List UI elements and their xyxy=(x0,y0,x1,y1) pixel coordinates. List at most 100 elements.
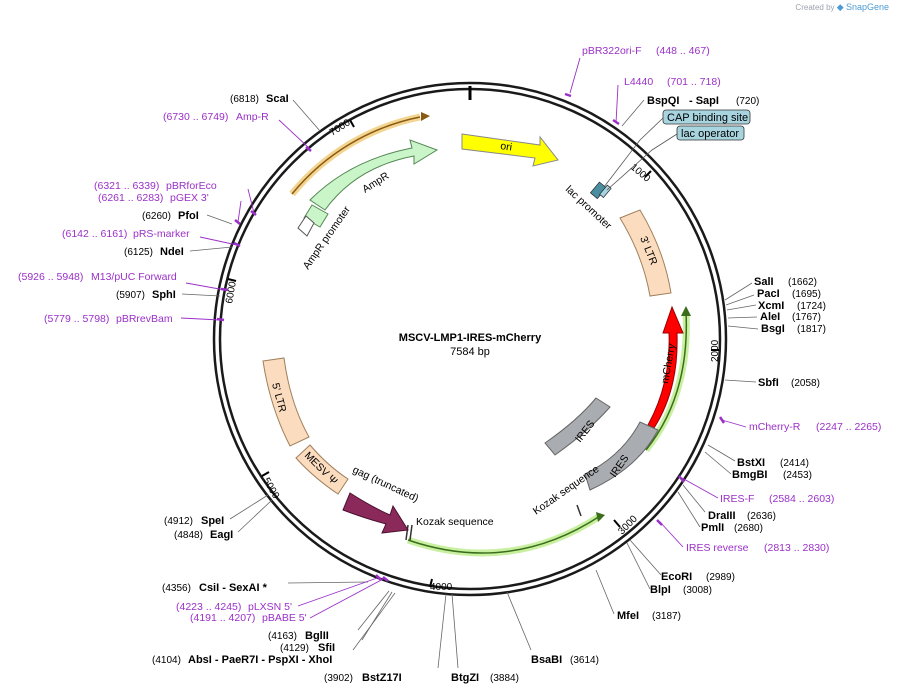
leader-csii xyxy=(287,581,369,584)
leader-l4440 xyxy=(615,84,619,124)
mark-l4440 xyxy=(612,118,620,126)
enzyme-scai-pos: (6818) xyxy=(230,94,259,105)
leader-bglii xyxy=(357,590,390,631)
enzyme-bglii-pos: (4163) xyxy=(268,631,297,642)
enzyme-csii-sexai: CsiI - SexAI * xyxy=(199,582,268,594)
enzyme-scai: ScaI xyxy=(266,93,289,105)
ampr-promoter-arrow xyxy=(297,215,315,237)
enzyme-xcmi: XcmI xyxy=(758,300,784,312)
enzyme-pfoi-pos: (6260) xyxy=(142,211,171,222)
primer-pbr322ori: pBR322ori-F xyxy=(582,45,642,57)
primer-pbrrevbam: pBRrevBam xyxy=(116,313,173,325)
leader-ndei xyxy=(189,246,233,252)
enzyme-eagi: EagI xyxy=(210,529,233,541)
primer-marks xyxy=(216,92,726,582)
primer-pbrrevbam-range: (5779 .. 5798) xyxy=(44,313,109,325)
leader-pbr322ori xyxy=(569,57,581,94)
enzyme-sapi: - SapI xyxy=(689,95,719,107)
enzyme-xhoi-group: AbsI - PaeR7I - PspXI - XhoI xyxy=(188,654,332,666)
ori-feature xyxy=(461,133,559,167)
primer-pbrforeco-range: (6321 .. 6339) xyxy=(94,180,159,192)
leader-pfoi xyxy=(206,214,233,225)
leader-bspqi xyxy=(621,99,645,127)
mcherry-orf-arrowhead xyxy=(681,306,691,316)
primer-mcherry-r: mCherry-R xyxy=(749,421,801,433)
primer-pbr322ori-range: (448 .. 467) xyxy=(656,45,710,57)
primer-ires-f-range: (2584 .. 2603) xyxy=(769,493,834,505)
ampr-promoter-feature xyxy=(303,204,329,228)
enzyme-btgzi-pos: (3884) xyxy=(490,673,519,684)
backbone-outer xyxy=(212,81,728,597)
enzyme-bstz17i-pos: (3902) xyxy=(324,673,353,684)
mcherry-feature xyxy=(647,305,684,429)
tick-6000-mark xyxy=(227,278,237,282)
primer-pbabe-range: (4191 .. 4207) xyxy=(190,612,255,624)
kozak-left-mark-a xyxy=(405,524,409,541)
leader-mcherry-r xyxy=(721,419,747,428)
leader-bmgbi xyxy=(704,451,732,475)
enzyme-sali: SalI xyxy=(754,276,774,288)
primer-m13-range: (5926 .. 5948) xyxy=(18,271,83,283)
enzyme-draiii: DraIII xyxy=(708,510,736,522)
primer-plxsn: pLXSN 5' xyxy=(248,601,292,613)
mark-ires-reverse xyxy=(656,519,663,526)
leader-bstxi xyxy=(707,444,736,462)
leader-m13 xyxy=(185,282,226,291)
enzyme-ndei: NdeI xyxy=(160,246,184,258)
leader-sphi xyxy=(181,293,221,297)
leader-bstz17i xyxy=(437,593,447,669)
enzyme-sapi-pos: (720) xyxy=(736,96,759,107)
tick-7000-mark xyxy=(349,119,355,128)
primer-l4440-range: (701 .. 718) xyxy=(667,76,721,88)
leader-ires-reverse xyxy=(659,521,684,548)
cap-binding-site-box xyxy=(662,109,751,125)
primer-amp-r-range: (6730 .. 6749) xyxy=(163,111,228,123)
tick-6000: 6000 xyxy=(224,280,239,304)
snapgene-logo-icon: ◆ xyxy=(836,2,844,12)
primer-prs-marker-range: (6142 .. 6161) xyxy=(62,228,127,240)
tick-5000-mark xyxy=(261,471,270,477)
leader-ecori xyxy=(629,539,662,576)
leader-blpi xyxy=(626,542,651,590)
cap-binding-site-feature xyxy=(599,184,612,199)
enzyme-blpi: BlpI xyxy=(650,584,671,596)
plasmid-name: MSCV-LMP1-IRES-mCherry xyxy=(399,332,542,344)
amp-orf-line xyxy=(291,116,421,195)
five-ltr-feature xyxy=(262,357,310,447)
tick-marks xyxy=(227,119,719,588)
enzyme-paci: PacI xyxy=(757,288,780,300)
enzyme-bstz17i: BstZ17I xyxy=(362,672,402,684)
enzyme-mfei: MfeI xyxy=(617,610,639,622)
kozak-right-label: Kozak sequence xyxy=(531,463,602,517)
leader-pgex3 xyxy=(237,200,242,223)
brand-created-by: Created by xyxy=(795,3,835,12)
enzyme-eagi-pos: (4848) xyxy=(174,530,203,541)
primer-amp-r: Amp-R xyxy=(236,111,269,123)
enzyme-blpi-pos: (3008) xyxy=(683,585,712,596)
enzyme-sbfi: SbfI xyxy=(758,377,779,389)
enzyme-bsgi: BsgI xyxy=(761,323,785,335)
enzyme-draiii-pos: (2636) xyxy=(747,511,776,522)
enzyme-sphi: SphI xyxy=(152,289,176,301)
kozak-right-mark xyxy=(576,504,582,517)
kozak-left-mark-b xyxy=(409,524,413,541)
primer-ires-f: IRES-F xyxy=(720,493,754,505)
mark-mcherry-r xyxy=(718,416,726,424)
enzyme-alei: AleI xyxy=(760,311,780,323)
enzyme-btgzi: BtgZI xyxy=(451,672,479,684)
lac-operator-leader xyxy=(606,133,678,191)
leader-bsabi xyxy=(506,591,532,651)
leader-pmli xyxy=(677,491,701,528)
primer-pbabe: pBABE 5' xyxy=(262,612,307,624)
leader-xcmi xyxy=(726,304,757,311)
enzyme-sfii-pos: (4129) xyxy=(280,643,309,654)
enzyme-ecori: EcoRI xyxy=(661,571,692,583)
mark-pgex3 xyxy=(234,219,241,225)
mcherry-orf-line xyxy=(645,311,688,451)
mark-pbrforeco xyxy=(250,210,257,216)
enzyme-labels: (6818) ScaI (6260) PfoI (6125) NdeI (590… xyxy=(116,93,826,684)
leader-prs-marker xyxy=(199,236,238,246)
mark-pbabe xyxy=(382,576,389,582)
enzyme-xcmi-pos: (1724) xyxy=(797,301,826,312)
